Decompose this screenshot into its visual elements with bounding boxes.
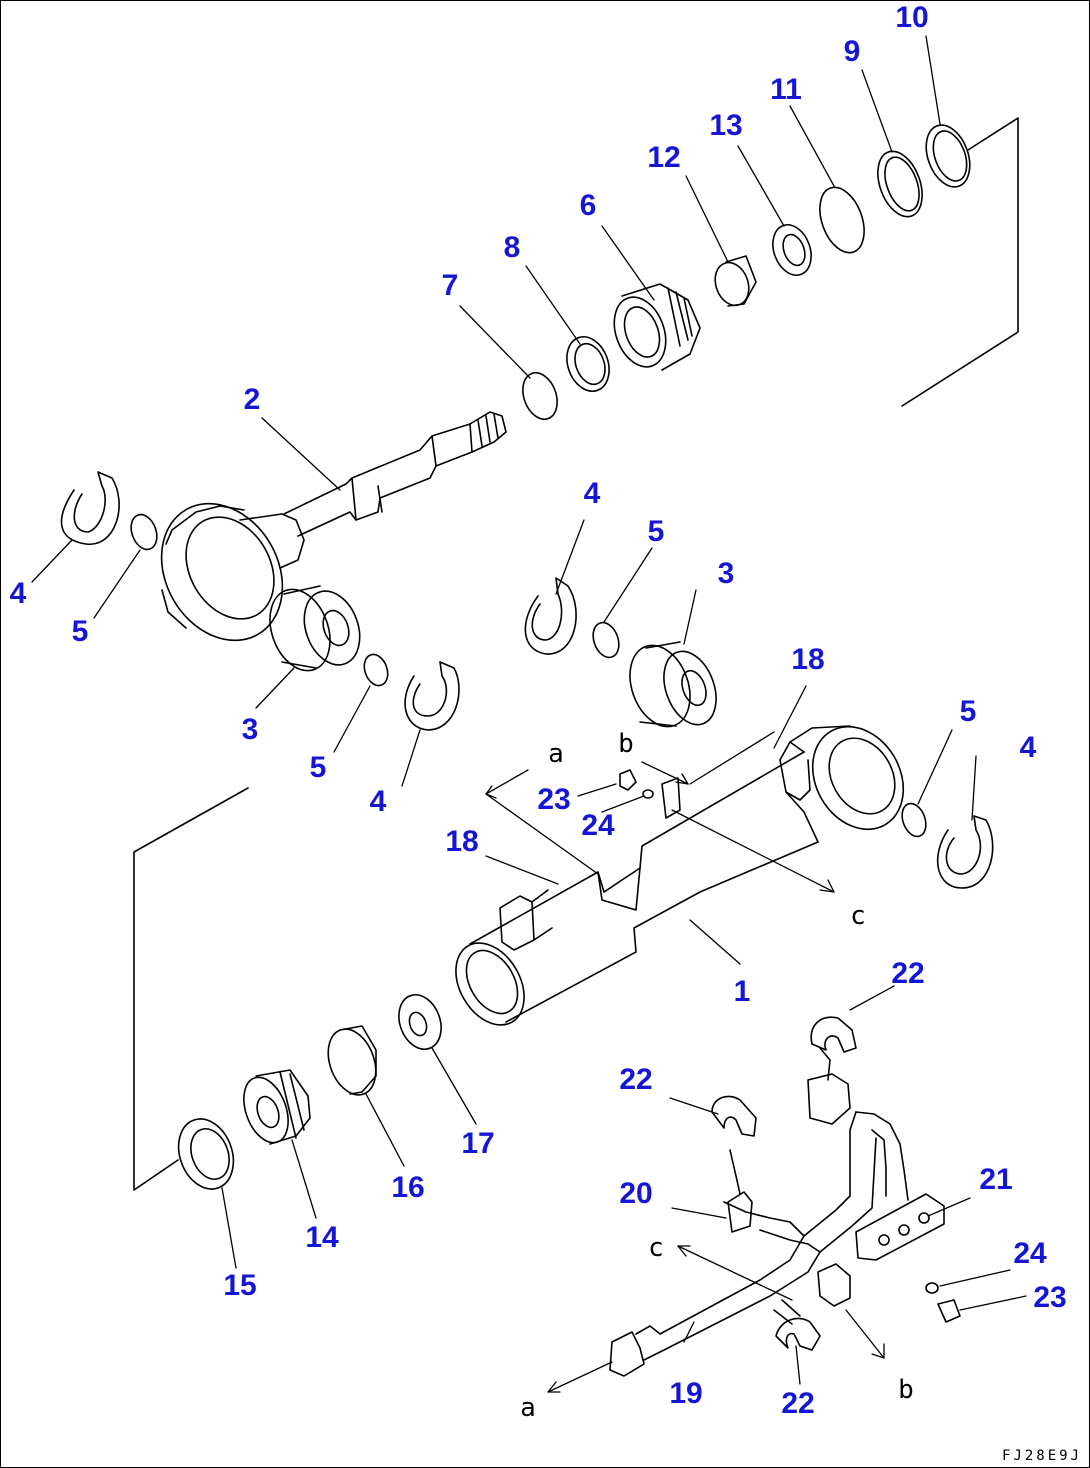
callout-4-left: 4 bbox=[9, 577, 27, 610]
o-ring-part-5-mid bbox=[363, 653, 389, 687]
callout-17: 17 bbox=[461, 1127, 495, 1160]
callout-7: 7 bbox=[441, 269, 459, 302]
pipe-assembly-part-19 bbox=[609, 1016, 961, 1377]
callout-4-upper: 4 bbox=[583, 477, 601, 510]
ring-part-8 bbox=[566, 336, 610, 392]
callout-22-top: 22 bbox=[891, 957, 925, 990]
leader-lines bbox=[31, 35, 1027, 1385]
ref-b-top: b bbox=[618, 729, 634, 759]
callout-11: 11 bbox=[770, 73, 802, 106]
snap-ring-part-4-upper bbox=[524, 577, 577, 655]
callout-22-mid: 22 bbox=[619, 1063, 653, 1096]
ref-a-top: a bbox=[548, 739, 564, 769]
callout-23-lower: 23 bbox=[1033, 1281, 1067, 1314]
callout-5-left: 5 bbox=[71, 615, 89, 648]
callout-1: 1 bbox=[733, 975, 751, 1008]
wiper-part-15 bbox=[177, 1118, 235, 1190]
callout-3-left: 3 bbox=[241, 713, 259, 746]
callout-2: 2 bbox=[243, 383, 261, 416]
gland-part-14 bbox=[243, 1069, 311, 1145]
callout-23-upper: 23 bbox=[537, 783, 571, 816]
ref-c-bottom: c bbox=[648, 1233, 664, 1263]
callout-5-mid: 5 bbox=[309, 751, 327, 784]
ring-part-7 bbox=[522, 371, 558, 421]
nut-part-13 bbox=[772, 224, 812, 276]
piston-rod-part-2 bbox=[160, 411, 507, 642]
callout-24-lower: 24 bbox=[1013, 1237, 1047, 1270]
ref-b-bottom: b bbox=[898, 1375, 914, 1405]
ref-c-top: c bbox=[850, 901, 866, 931]
callout-14: 14 bbox=[305, 1221, 339, 1254]
bushing-part-16 bbox=[327, 1025, 377, 1096]
callout-18-lower: 18 bbox=[445, 825, 479, 858]
callout-3-right: 3 bbox=[717, 557, 735, 590]
callout-18-upper: 18 bbox=[791, 643, 825, 676]
connection-arrows bbox=[485, 731, 885, 1393]
callout-13: 13 bbox=[709, 109, 743, 142]
callout-15: 15 bbox=[223, 1269, 257, 1302]
callout-19: 19 bbox=[669, 1377, 703, 1410]
callout-4-mid: 4 bbox=[369, 785, 387, 818]
ring-part-9 bbox=[877, 150, 923, 218]
callout-21: 21 bbox=[979, 1163, 1013, 1196]
callout-24-upper: 24 bbox=[581, 809, 615, 842]
callout-6: 6 bbox=[579, 189, 597, 222]
callout-10: 10 bbox=[895, 1, 929, 34]
callout-20: 20 bbox=[619, 1177, 653, 1210]
ring-part-10 bbox=[925, 124, 971, 188]
snap-ring-part-4-left bbox=[60, 471, 120, 545]
lower-assembly-bracket bbox=[133, 787, 249, 1191]
callout-4-right: 4 bbox=[1019, 731, 1037, 764]
callout-5-right: 5 bbox=[959, 695, 977, 728]
o-ring-part-5-upper bbox=[592, 621, 620, 659]
upper-assembly-bracket bbox=[901, 117, 1019, 407]
spherical-bushing-part-3-right bbox=[629, 641, 717, 728]
ring-part-11 bbox=[819, 186, 865, 254]
bushing-part-12 bbox=[714, 255, 757, 307]
snap-ring-part-4-right bbox=[936, 815, 994, 889]
callout-16: 16 bbox=[391, 1171, 425, 1204]
seal-part-17 bbox=[398, 994, 442, 1050]
callout-5-upper: 5 bbox=[647, 515, 665, 548]
spherical-bushing-part-3-left bbox=[269, 585, 361, 672]
snap-ring-part-4-mid bbox=[404, 661, 460, 731]
cylinder-tube-part-1 bbox=[455, 725, 905, 1026]
callout-8: 8 bbox=[503, 231, 521, 264]
o-ring-part-5-left bbox=[130, 513, 158, 551]
piston-part-6 bbox=[613, 283, 701, 371]
figure-code: FJ28E9J bbox=[1001, 1448, 1082, 1464]
ref-a-bottom: a bbox=[520, 1393, 536, 1423]
o-ring-part-5-right bbox=[901, 802, 927, 838]
callout-12: 12 bbox=[647, 141, 681, 174]
callout-22-bottom: 22 bbox=[781, 1387, 815, 1420]
callout-9: 9 bbox=[843, 35, 861, 68]
